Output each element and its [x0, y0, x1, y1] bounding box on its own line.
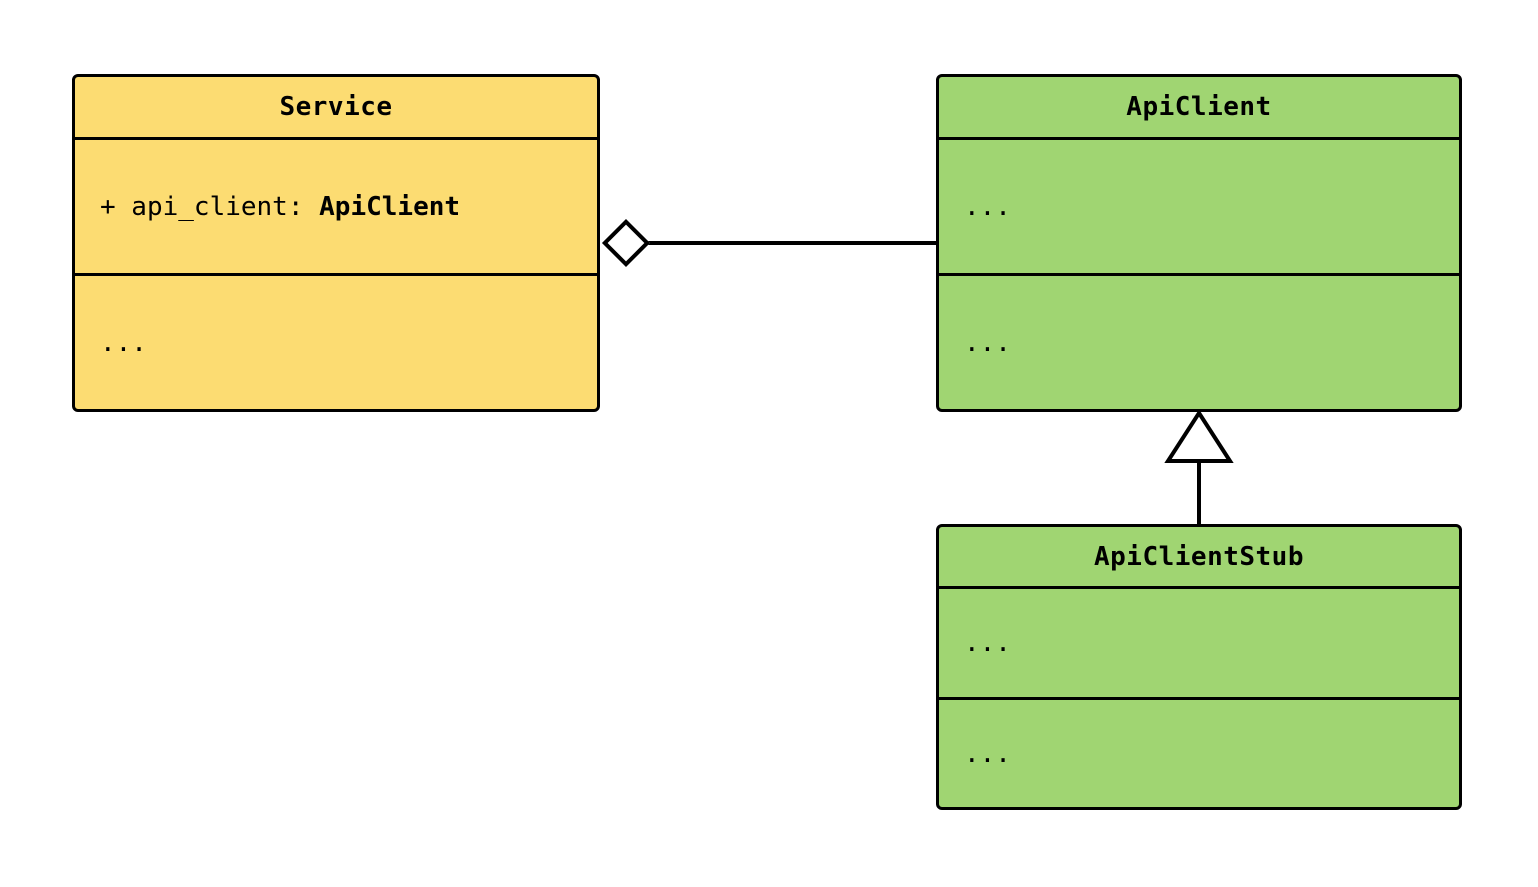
attributes-placeholder-api-client-stub: ...: [964, 628, 1011, 658]
operations-placeholder-service: ...: [100, 327, 147, 358]
class-box-api-client[interactable]: ApiClient ... ...: [936, 74, 1462, 412]
class-title-api-client-stub: ApiClientStub: [939, 527, 1459, 589]
attribute-api-client-label: + api_client:: [100, 191, 320, 222]
operations-placeholder-api-client: ...: [964, 327, 1011, 358]
inheritance-hollow-triangle-icon: [1164, 409, 1234, 463]
class-title-api-client: ApiClient: [939, 77, 1459, 140]
aggregation-edge-service-api-client: [644, 241, 938, 245]
class-operations-service: ...: [75, 276, 597, 409]
attribute-api-client-type: ApiClient: [319, 191, 461, 222]
attributes-placeholder-api-client: ...: [964, 191, 1011, 222]
class-attributes-service: + api_client: ApiClient: [75, 140, 597, 276]
class-box-api-client-stub[interactable]: ApiClientStub ... ...: [936, 524, 1462, 810]
operations-placeholder-api-client-stub: ...: [964, 738, 1011, 769]
class-operations-api-client: ...: [939, 276, 1459, 409]
class-box-service[interactable]: Service + api_client: ApiClient ...: [72, 74, 600, 412]
aggregation-diamond-icon: [601, 218, 651, 268]
class-operations-api-client-stub: ...: [939, 700, 1459, 807]
class-attributes-api-client: ...: [939, 140, 1459, 276]
class-title-service: Service: [75, 77, 597, 140]
generalization-edge-api-client-stub-api-client: [1197, 455, 1201, 525]
class-attributes-api-client-stub: ...: [939, 589, 1459, 700]
